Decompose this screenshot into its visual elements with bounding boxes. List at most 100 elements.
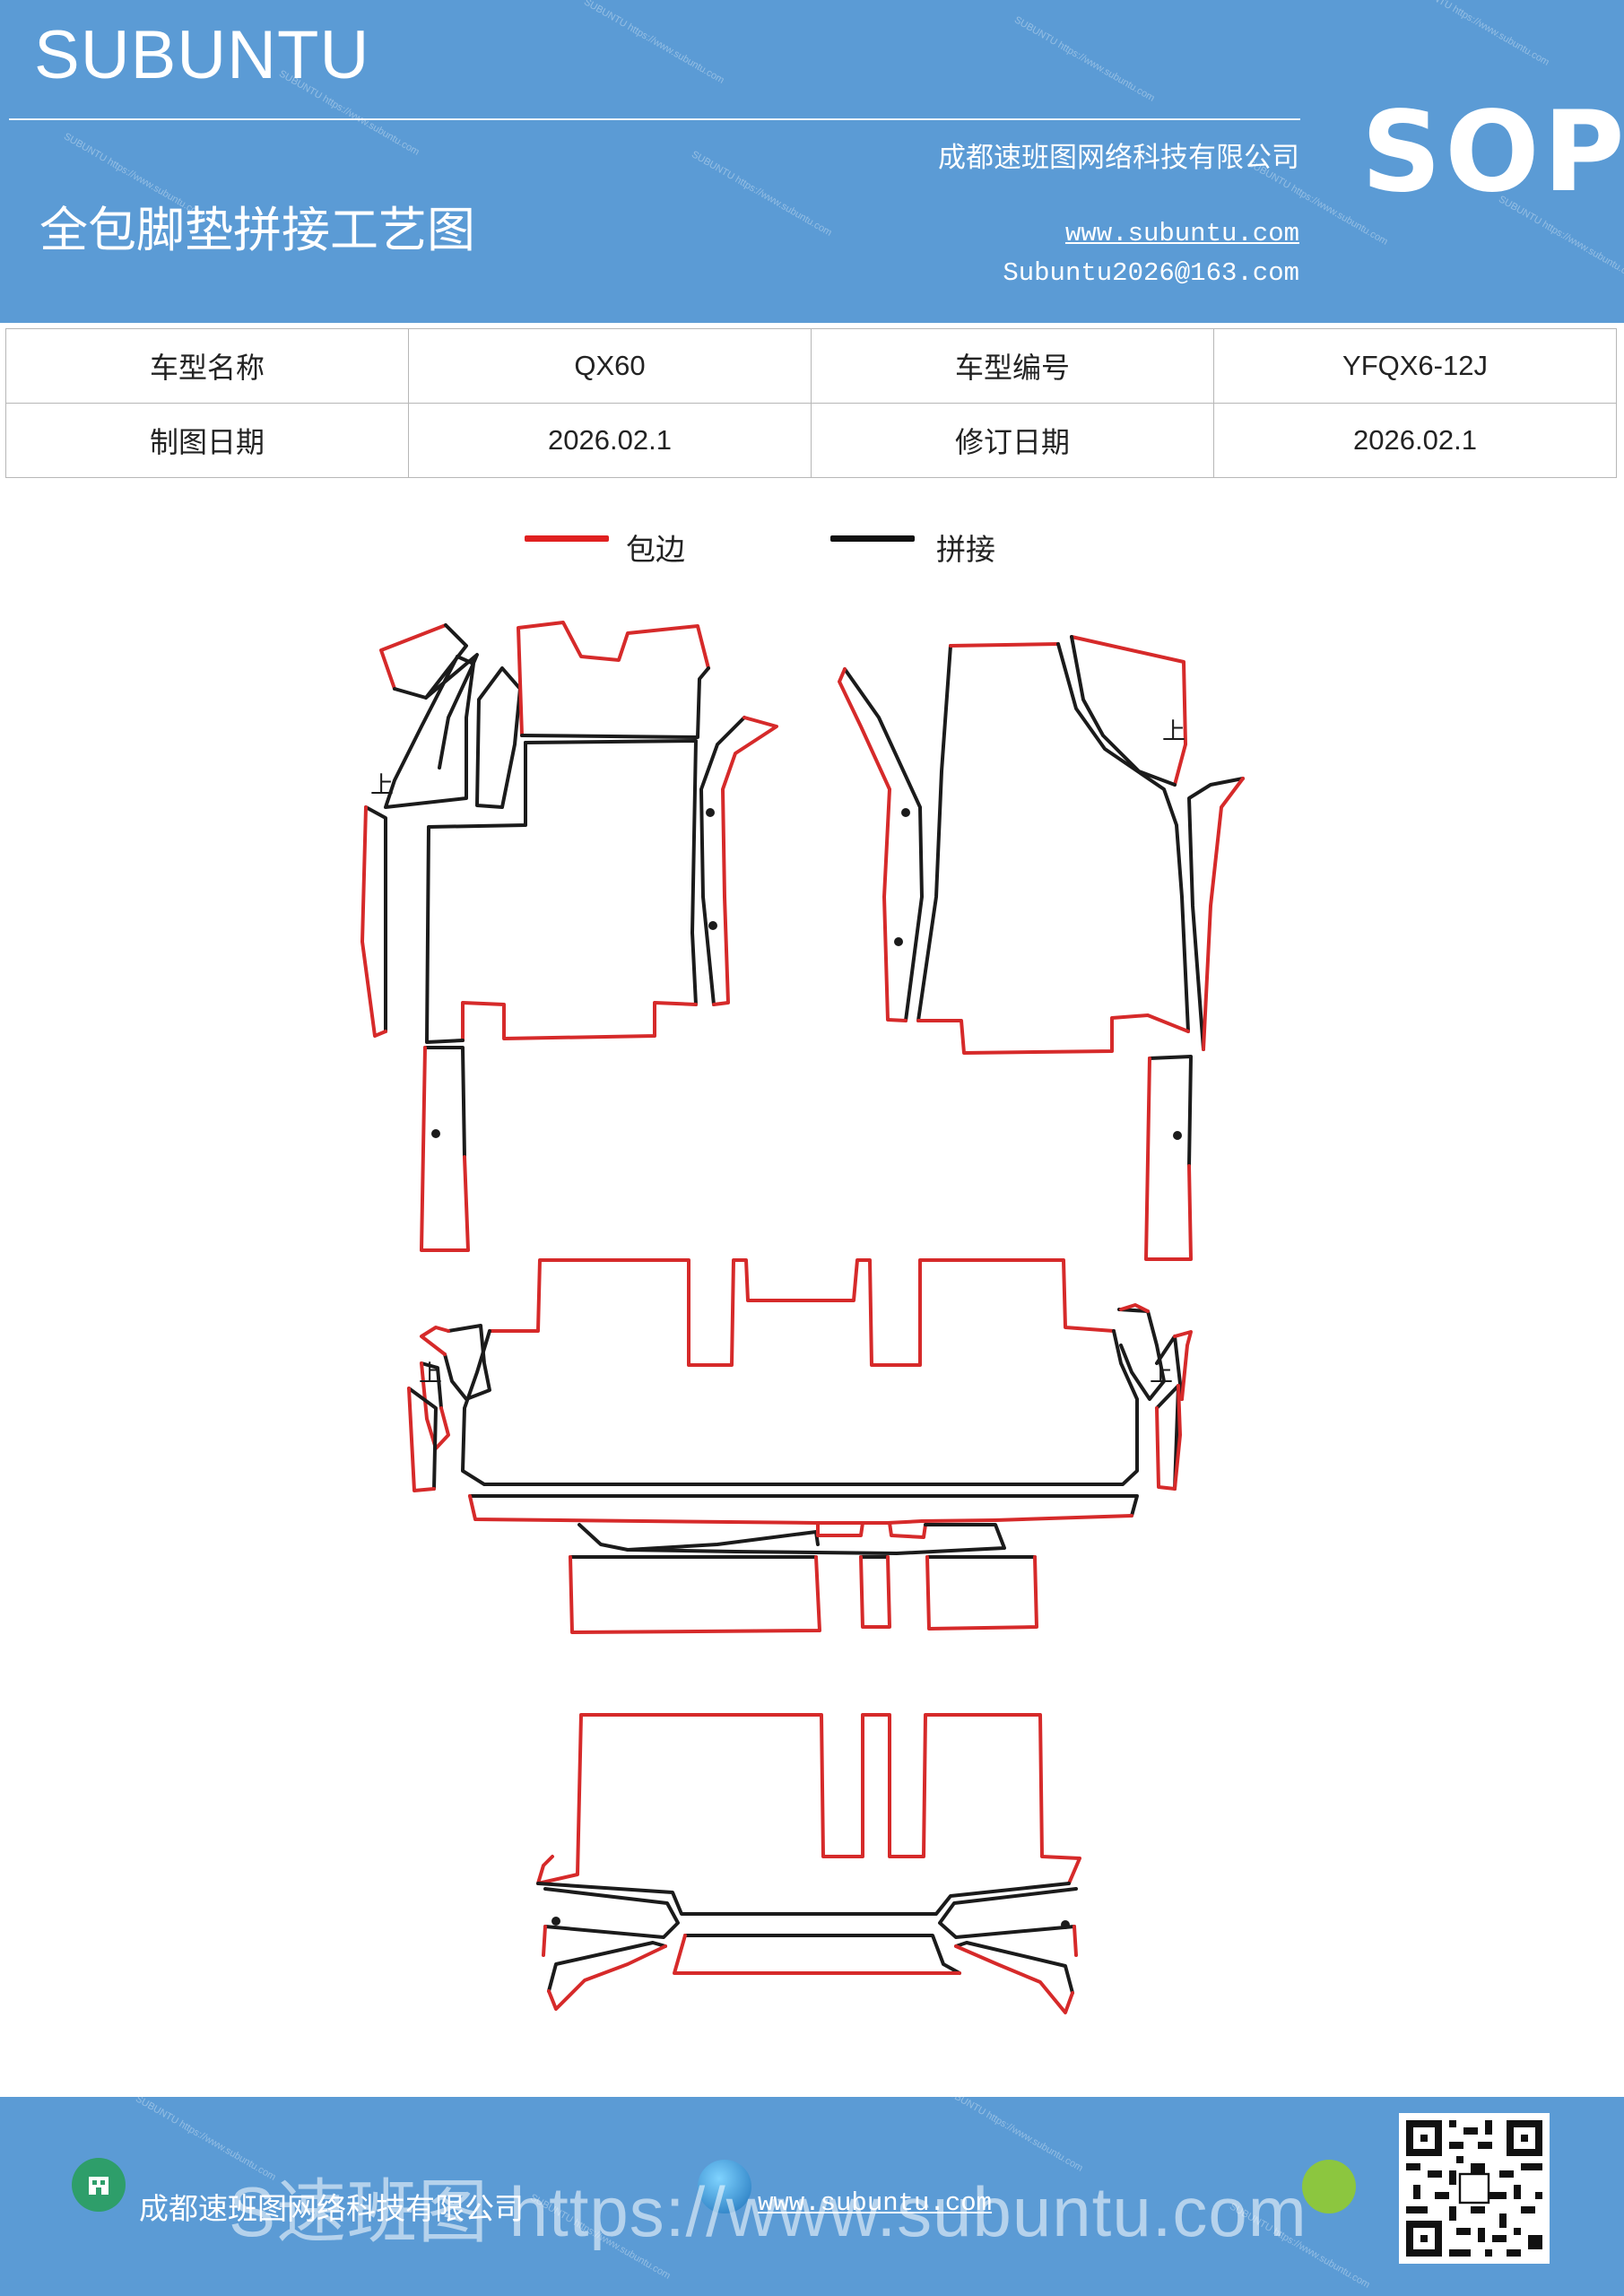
mat-piece [1173, 1330, 1193, 1401]
mat-piece [916, 1013, 1190, 1055]
mat-piece [1148, 1055, 1193, 1168]
page-header: SUBUNTU https://www.subuntu.com SUBUNTU … [0, 0, 1624, 323]
legend-seam-label: 拼接 [936, 532, 995, 567]
mat-piece [949, 642, 1060, 648]
mat-piece [475, 666, 522, 809]
mat-piece [461, 1329, 1139, 1486]
fastener-hole [708, 921, 717, 930]
mat-piece [547, 1944, 667, 2011]
front-left-mat-group: 上 [360, 621, 778, 1252]
fastener-hole [551, 1917, 560, 1926]
mat-piece [1155, 1384, 1182, 1491]
mat-piece [569, 1555, 821, 1634]
fastener-hole [894, 937, 903, 946]
model-code-label: 车型编号 [811, 328, 1214, 404]
mat-piece [407, 1387, 438, 1491]
mat-piece [488, 1258, 1116, 1367]
qr-code[interactable] [1399, 2113, 1550, 2264]
mat-piece [443, 1324, 491, 1401]
model-name-label: 车型名称 [5, 328, 409, 404]
website-link[interactable]: www.subuntu.com [1064, 219, 1299, 248]
fastener-hole [1173, 1131, 1182, 1140]
company-name: 成都速班图网络科技有限公司 [938, 142, 1299, 174]
mat-piece [1056, 642, 1190, 1033]
wechat-icon [1302, 2160, 1356, 2213]
mat-piece [420, 1361, 443, 1410]
mat-piece [699, 716, 746, 1006]
draw-date-value: 2026.02.1 [408, 403, 812, 478]
header-divider [9, 118, 1300, 120]
up-marker: 上 [419, 1361, 442, 1387]
footer-watermark: S速班图 https://www.subuntu.com [229, 2172, 1307, 2251]
mat-piece [547, 1941, 667, 1993]
mat-piece [1187, 777, 1245, 1051]
mat-piece [859, 1555, 891, 1629]
fastener-hole [901, 808, 910, 817]
draw-date-label: 制图日期 [5, 403, 409, 478]
legend-seam-swatch [830, 535, 915, 542]
up-marker: 上 [1162, 718, 1185, 745]
mat-piece [468, 1494, 1133, 1525]
mat-piece [1144, 1057, 1193, 1261]
footer-website-link[interactable]: www.subuntu.com [758, 2188, 993, 2218]
legend-binding-swatch [525, 535, 609, 542]
mat-piece [938, 1887, 1078, 1939]
mat-piece [425, 741, 527, 1044]
fastener-hole [1061, 1920, 1070, 1929]
mat-piece [420, 1046, 470, 1252]
mat-piece [461, 1001, 698, 1042]
front-right-mat-group: 上 [838, 635, 1245, 1261]
vehicle-info-table: 车型名称 QX60 车型编号 YFQX6-12J 制图日期 2026.02.1 … [5, 328, 1617, 478]
mat-piece [384, 655, 475, 809]
legend-binding-label: 包边 [626, 532, 685, 567]
mat-piece [1070, 635, 1187, 787]
model-code-value: YFQX6-12J [1213, 328, 1617, 404]
mat-piece [954, 1944, 1074, 2014]
mat-piece [536, 1882, 1071, 1916]
mat-piece [542, 1925, 547, 1957]
table-row: 制图日期 2026.02.1 修订日期 2026.02.1 [5, 403, 1617, 478]
page-footer: SUBUNTU https://www.subuntu.com SUBUNTU … [0, 2097, 1624, 2296]
mat-piece [916, 644, 952, 1022]
mat-piece [407, 1387, 436, 1492]
mat-piece [543, 1887, 680, 1939]
mat-piece [520, 666, 710, 739]
mat-piece [524, 739, 698, 1006]
mat-piece [536, 1713, 1081, 1885]
mat-piece [673, 1934, 961, 1975]
model-name-value: QX60 [408, 328, 812, 404]
globe-icon [698, 2160, 751, 2213]
fastener-hole [431, 1129, 440, 1138]
building-icon [72, 2158, 126, 2212]
brand-name: SUBUNTU [34, 17, 370, 93]
mat-piece [712, 716, 778, 1006]
mat-piece [954, 1941, 1074, 1995]
up-marker: 上 [1150, 1361, 1173, 1387]
mat-piece [468, 1494, 1139, 1518]
mat-piece [1119, 1303, 1150, 1313]
fastener-hole [706, 808, 715, 817]
mat-piece [626, 1523, 1006, 1555]
document-title: 全包脚垫拼接工艺图 [39, 202, 475, 258]
mat-piece [420, 1326, 450, 1356]
mat-piece [683, 1934, 961, 1975]
mat-piece [393, 623, 468, 700]
mat-piece [364, 805, 387, 1033]
mat-piece [1073, 1925, 1078, 1957]
footer-company-name: 成都速班图网络科技有限公司 [139, 2191, 524, 2226]
mat-piece [517, 621, 710, 737]
third-row-mat-group [536, 1713, 1081, 2014]
second-row-mat-group: 上 上 [407, 1258, 1193, 1634]
mat-piece [578, 1523, 820, 1552]
up-marker: 上 [370, 772, 394, 799]
revise-date-value: 2026.02.1 [1213, 403, 1617, 478]
mat-piece [925, 1555, 1038, 1631]
mat-piece [379, 623, 447, 691]
mat-piece [423, 1046, 466, 1159]
sop-badge: SOP [1361, 88, 1624, 217]
email-address[interactable]: Subuntu2026@163.com [1003, 258, 1299, 288]
mat-piece [816, 1521, 927, 1539]
mat-piece [838, 667, 908, 1022]
revise-date-label: 修订日期 [811, 403, 1214, 478]
